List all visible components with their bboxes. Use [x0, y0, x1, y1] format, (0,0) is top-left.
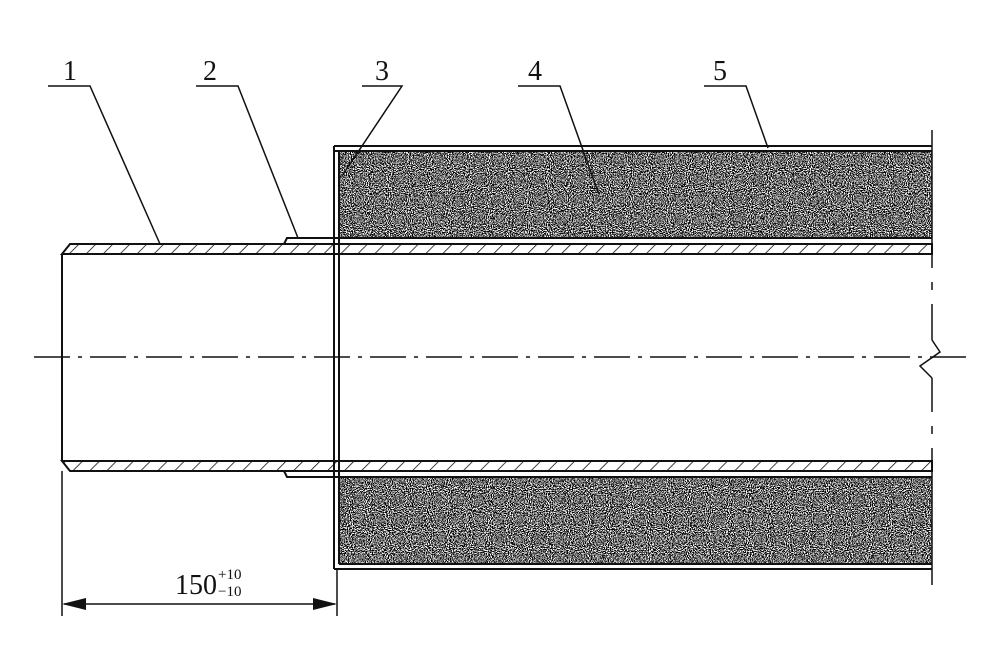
- break-line: [918, 130, 942, 585]
- leader-3: [341, 85, 404, 177]
- callout-label-3: 3: [375, 56, 389, 87]
- leader-4: [518, 85, 599, 193]
- leader-5: [704, 85, 769, 149]
- callout-label-1: 1: [63, 56, 77, 87]
- callout-label-5: 5: [713, 56, 727, 87]
- dimension-upper-tolerance: +10: [218, 567, 241, 583]
- leader-2: [196, 85, 299, 239]
- arrowhead-right: [313, 598, 337, 610]
- pipe-wall-bottom: [59, 460, 933, 472]
- insulation-top: [340, 151, 932, 239]
- dimension-lower-tolerance: −10: [218, 584, 241, 600]
- insulation-bottom: [340, 478, 932, 564]
- dimension-150: 150 +10 −10: [61, 471, 338, 616]
- arrowhead-left: [62, 598, 86, 610]
- callout-label-2: 2: [203, 56, 217, 87]
- callout-label-4: 4: [528, 56, 542, 87]
- pipe-wall-top: [59, 243, 933, 255]
- leader-1: [48, 85, 161, 245]
- coating-layer: [283, 237, 932, 478]
- dimension-value: 150: [175, 570, 217, 601]
- leader-lines: [48, 85, 769, 245]
